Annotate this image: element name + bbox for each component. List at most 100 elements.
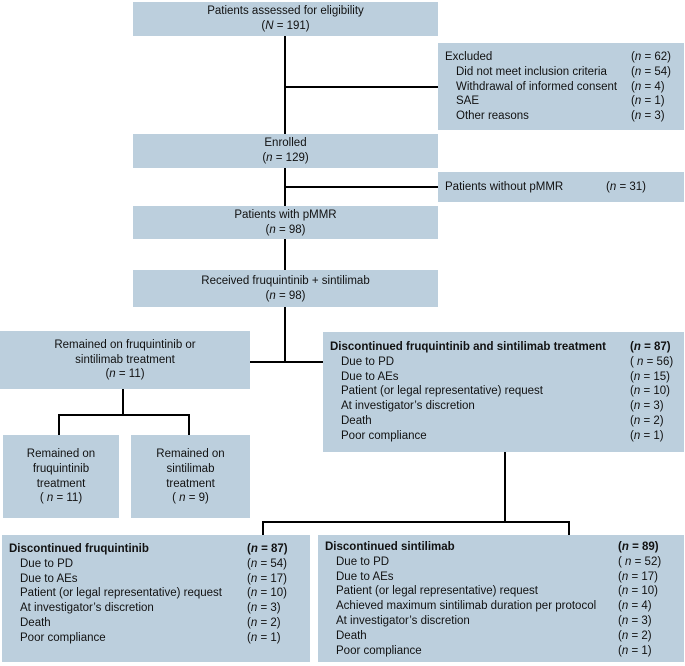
- connector-received-to-split: [284, 307, 286, 363]
- box-assessed-eligibility: Patients assessed for eligibility (N = 1…: [133, 2, 438, 36]
- discontinued-fruq-row: Due to AEs (n = 17): [9, 572, 304, 587]
- row-count: (n = 2): [618, 629, 652, 642]
- excluded-row: Withdrawal of informed consent (n = 4): [445, 80, 678, 95]
- box-line: fruquintinib: [32, 462, 90, 475]
- row-count: (n = 31): [606, 181, 646, 193]
- discontinued-both-row: At investigator’s discretion (n = 3): [330, 399, 678, 414]
- row-count: (n = 62): [631, 51, 671, 63]
- row-count: (n = 17): [247, 572, 287, 585]
- row-count: (n = 15): [630, 370, 670, 383]
- row-count: (n = 54): [247, 557, 287, 570]
- row-count: (n = 10): [247, 587, 287, 600]
- row-count: (n = 1): [247, 631, 281, 644]
- box-line: Remained on: [156, 447, 225, 460]
- row-label: Due to PD: [20, 557, 74, 570]
- row-label: Patient (or legal representative) reques…: [336, 585, 538, 598]
- discontinued-both-row: Death (n = 2): [330, 414, 678, 429]
- row-count: (n = 1): [630, 429, 664, 442]
- row-count: (n = 2): [630, 414, 664, 427]
- box-with-pmmr: Patients with pMMR (n = 98): [133, 206, 438, 239]
- connector-remained-sint-stub: [188, 414, 190, 435]
- row-label: Due to AEs: [341, 370, 399, 383]
- row-count: (n = 89): [618, 541, 659, 553]
- box-line: Remained on fruquintinib or: [54, 338, 196, 351]
- discontinued-fruq-row: Patient (or legal representative) reques…: [9, 586, 304, 601]
- connector-without-pmmr-branch: [285, 186, 438, 188]
- excluded-row: SAE (n = 1): [445, 94, 678, 109]
- box-line: treatment: [166, 477, 215, 490]
- row-label: Withdrawal of informed consent: [456, 80, 618, 93]
- row-count: (n = 1): [618, 644, 652, 657]
- box-line: (n = 129): [262, 152, 309, 164]
- row-label: Due to PD: [341, 355, 395, 368]
- row-label: Other reasons: [456, 110, 529, 123]
- row-label: SAE: [456, 95, 480, 108]
- connector-discontinued-to-split: [504, 452, 506, 523]
- row-count: (n = 3): [247, 602, 281, 615]
- discontinued-sint-row: At investigator’s discretion (n = 3): [325, 614, 678, 629]
- discontinued-fruq-row: Poor compliance (n = 1): [9, 631, 304, 646]
- connector-discontinued-branch: [262, 521, 570, 523]
- discontinued-sint-row: Due to AEs (n = 17): [325, 570, 678, 585]
- connector-pmmr-to-received: [284, 239, 286, 270]
- discontinued-fruq-row: Due to PD (n = 54): [9, 557, 304, 572]
- row-label: At investigator’s discretion: [20, 602, 154, 615]
- discontinued-both-row: Patient (or legal representative) reques…: [330, 384, 678, 399]
- box-discontinued-both: Discontinued fruquintinib and sintilimab…: [323, 332, 684, 452]
- row-label: Excluded: [445, 51, 493, 63]
- box-line: (n = 98): [265, 289, 306, 302]
- discontinued-fruq-row: At investigator’s discretion (n = 3): [9, 601, 304, 616]
- box-line: sintilimab treatment: [75, 353, 175, 366]
- box-line: (N = 191): [261, 20, 310, 32]
- row-label: Poor compliance: [341, 429, 427, 442]
- row-count: (n = 3): [631, 110, 665, 123]
- box-excluded: Excluded (n = 62) Did not meet inclusion…: [438, 43, 684, 130]
- box-discontinued-fruquintinib: Discontinued fruquintinib (n = 87) Due t…: [2, 535, 310, 662]
- box-line: Received fruquintinib + sintilimab: [201, 274, 370, 287]
- row-label: Due to AEs: [20, 572, 78, 585]
- row-count: (n = 87): [247, 543, 288, 555]
- row-count: (n = 1): [631, 95, 665, 108]
- row-count: (n = 2): [247, 616, 281, 629]
- row-label: Patient (or legal representative) reques…: [20, 587, 222, 600]
- connector-remained-to-split: [122, 389, 124, 416]
- box-line: ( n = 9): [172, 492, 209, 505]
- connector-excluded-branch: [285, 86, 438, 88]
- row-count: (n = 4): [631, 80, 665, 93]
- box-received-treatment: Received fruquintinib + sintilimab (n = …: [133, 270, 438, 307]
- box-without-pmmr: Patients without pMMR (n = 31): [438, 172, 684, 202]
- row-count: (n = 87): [630, 341, 671, 353]
- excluded-row: Did not meet inclusion criteria (n = 54): [445, 65, 678, 80]
- box-remained-sintilimab: Remained on sintilimab treatment ( n = 9…: [131, 435, 250, 518]
- connector-assessed-to-enrolled: [284, 36, 286, 134]
- excluded-row: Excluded (n = 62): [445, 50, 678, 65]
- row-label: Discontinued fruquintinib: [9, 543, 149, 555]
- connector-disc-sint-stub: [568, 521, 570, 535]
- box-remained-both: Remained on fruquintinib or sintilimab t…: [0, 331, 250, 389]
- discontinued-sint-row: Achieved maximum sintilimab duration per…: [325, 599, 678, 614]
- row-count: (n = 3): [618, 614, 652, 627]
- box-discontinued-sintilimab: Discontinued sintilimab (n = 89) Due to …: [318, 535, 684, 662]
- row-label: Death: [336, 629, 367, 642]
- discontinued-both-row: Due to AEs (n = 15): [330, 370, 678, 385]
- box-remained-fruquintinib: Remained on fruquintinib treatment ( n =…: [3, 435, 119, 518]
- row-count: (n = 4): [618, 600, 652, 613]
- row-label: Due to AEs: [336, 570, 394, 583]
- box-line: Patients assessed for eligibility: [207, 5, 364, 18]
- connector-remained-fruq-stub: [58, 414, 60, 435]
- row-label: Death: [20, 616, 51, 629]
- discontinued-sint-row: Due to PD ( n = 52): [325, 555, 678, 570]
- box-enrolled: Enrolled (n = 129): [133, 134, 438, 168]
- row-count: (n = 54): [631, 65, 671, 78]
- discontinued-sint-header: Discontinued sintilimab (n = 89): [325, 540, 678, 555]
- row-label: At investigator’s discretion: [336, 614, 470, 627]
- discontinued-both-row: Poor compliance (n = 1): [330, 429, 678, 444]
- row-count: (n = 17): [618, 570, 658, 583]
- row-label: Patients without pMMR: [445, 181, 564, 193]
- excluded-row: Other reasons (n = 3): [445, 109, 678, 124]
- discontinued-fruq-row: Death (n = 2): [9, 616, 304, 631]
- discontinued-sint-row: Death (n = 2): [325, 629, 678, 644]
- row-label: Discontinued fruquintinib and sintilimab…: [330, 341, 607, 353]
- box-line: treatment: [36, 477, 86, 490]
- discontinued-both-header: Discontinued fruquintinib and sintilimab…: [330, 340, 678, 355]
